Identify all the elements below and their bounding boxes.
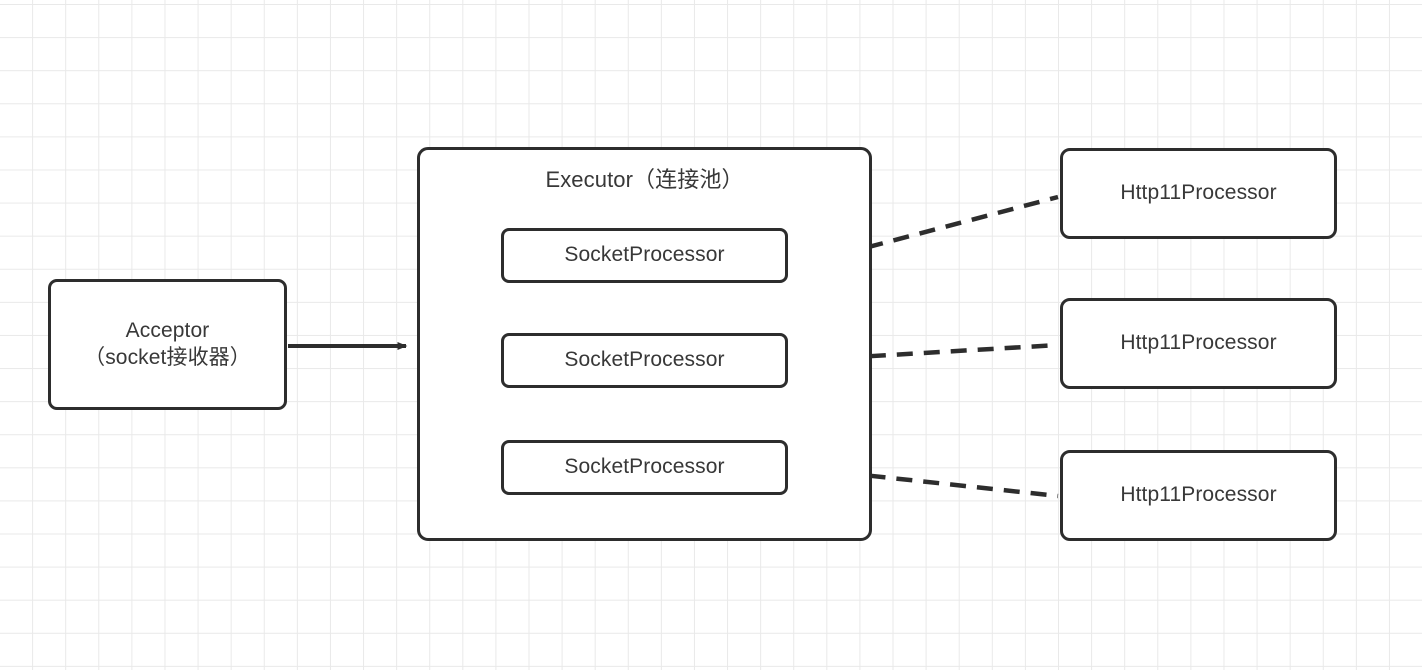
node-socket-processor-1-label: SocketProcessor [564,243,725,267]
node-http11-processor-2-label: Http11Processor [1120,331,1277,355]
node-socket-processor-3-label: SocketProcessor [564,455,725,479]
node-http11-processor-1[interactable]: Http11Processor [1060,148,1337,239]
node-http11-processor-3[interactable]: Http11Processor [1060,450,1337,541]
node-http11-processor-1-label: Http11Processor [1120,181,1277,205]
node-socket-processor-1[interactable]: SocketProcessor [501,228,788,283]
node-http11-processor-2[interactable]: Http11Processor [1060,298,1337,389]
node-executor-title: Executor（连接池） [545,167,744,192]
node-http11-processor-3-label: Http11Processor [1120,483,1277,507]
node-acceptor-label: Acceptor （socket接收器） [84,318,251,369]
node-socket-processor-2[interactable]: SocketProcessor [501,333,788,388]
node-socket-processor-2-label: SocketProcessor [564,348,725,372]
node-acceptor[interactable]: Acceptor （socket接收器） [48,279,287,410]
node-socket-processor-3[interactable]: SocketProcessor [501,440,788,495]
